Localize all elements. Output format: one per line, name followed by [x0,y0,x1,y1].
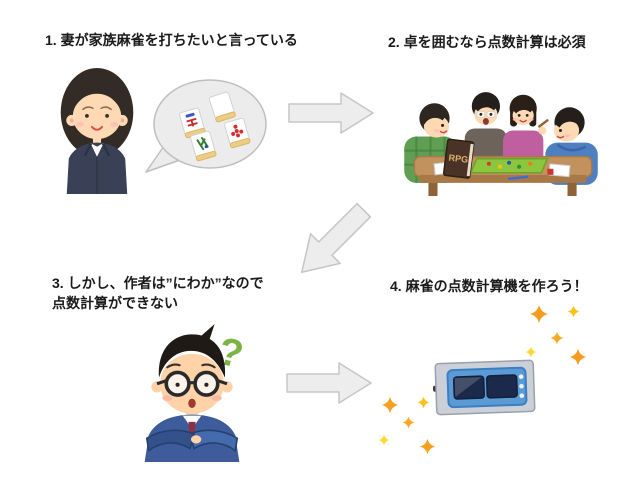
woman-smile [90,125,104,131]
man-hand [190,435,202,444]
mahjong-tile-flower [224,117,251,149]
speech-bubble-mahjong [145,79,267,173]
step1-caption: 1. 妻が家族麻雀を打ちたいと言っている [45,32,298,48]
step3-caption: 3. しかし、作者は”にわか”なので 点数計算ができない [52,273,264,313]
calculator-device-illustration [432,359,536,416]
rpg-book-label: RPG [448,153,469,165]
step2-caption: 2. 卓を囲むなら点数計算は必須 [388,34,586,50]
tabletop-game-illustration: RPG [404,92,598,196]
sparkle-icon [402,416,415,429]
step3-caption-line1: 3. しかし、作者は”にわか”なので [52,275,264,291]
arrow-right-icon [288,92,374,134]
device-screen-left [452,375,485,400]
wife-illustration [60,68,134,194]
device-screen-right [485,374,518,399]
sparkle-icon [567,305,580,318]
pencil-blue [507,175,529,181]
device-led [518,374,524,380]
crossed-arm-right [189,429,239,453]
sparkle-icon [419,438,436,455]
device-led [519,393,525,399]
mahjong-tile-blank [208,91,236,123]
sparkle-icon [569,348,587,366]
step4-caption: 4. 麻雀の点数計算機を作ろう！ [390,278,588,294]
sparkle-icon [378,434,390,446]
rpg-book: RPG [442,138,475,179]
red-die [547,168,554,175]
sparkle-icon [525,346,537,358]
mahjong-tile-bamboo [190,130,217,162]
man-hair-tuft [198,324,215,343]
mahjong-tile-character [179,107,206,139]
game-board [469,157,549,174]
sparkle-icon [417,396,430,409]
man-hair [158,334,226,378]
sparkle-icon [550,331,564,345]
device-led [519,383,524,389]
sparkle-icon [381,396,399,414]
woman-face [72,93,122,140]
arrow-down-left-icon [300,202,372,274]
arrow-right-icon [286,362,372,404]
sparkle-icon [530,305,548,323]
confused-author-illustration: ? [144,324,247,462]
crossed-arm-left [145,429,195,453]
man-open-mouth [188,398,196,409]
step3-caption-line2: 点数計算ができない [52,295,178,311]
